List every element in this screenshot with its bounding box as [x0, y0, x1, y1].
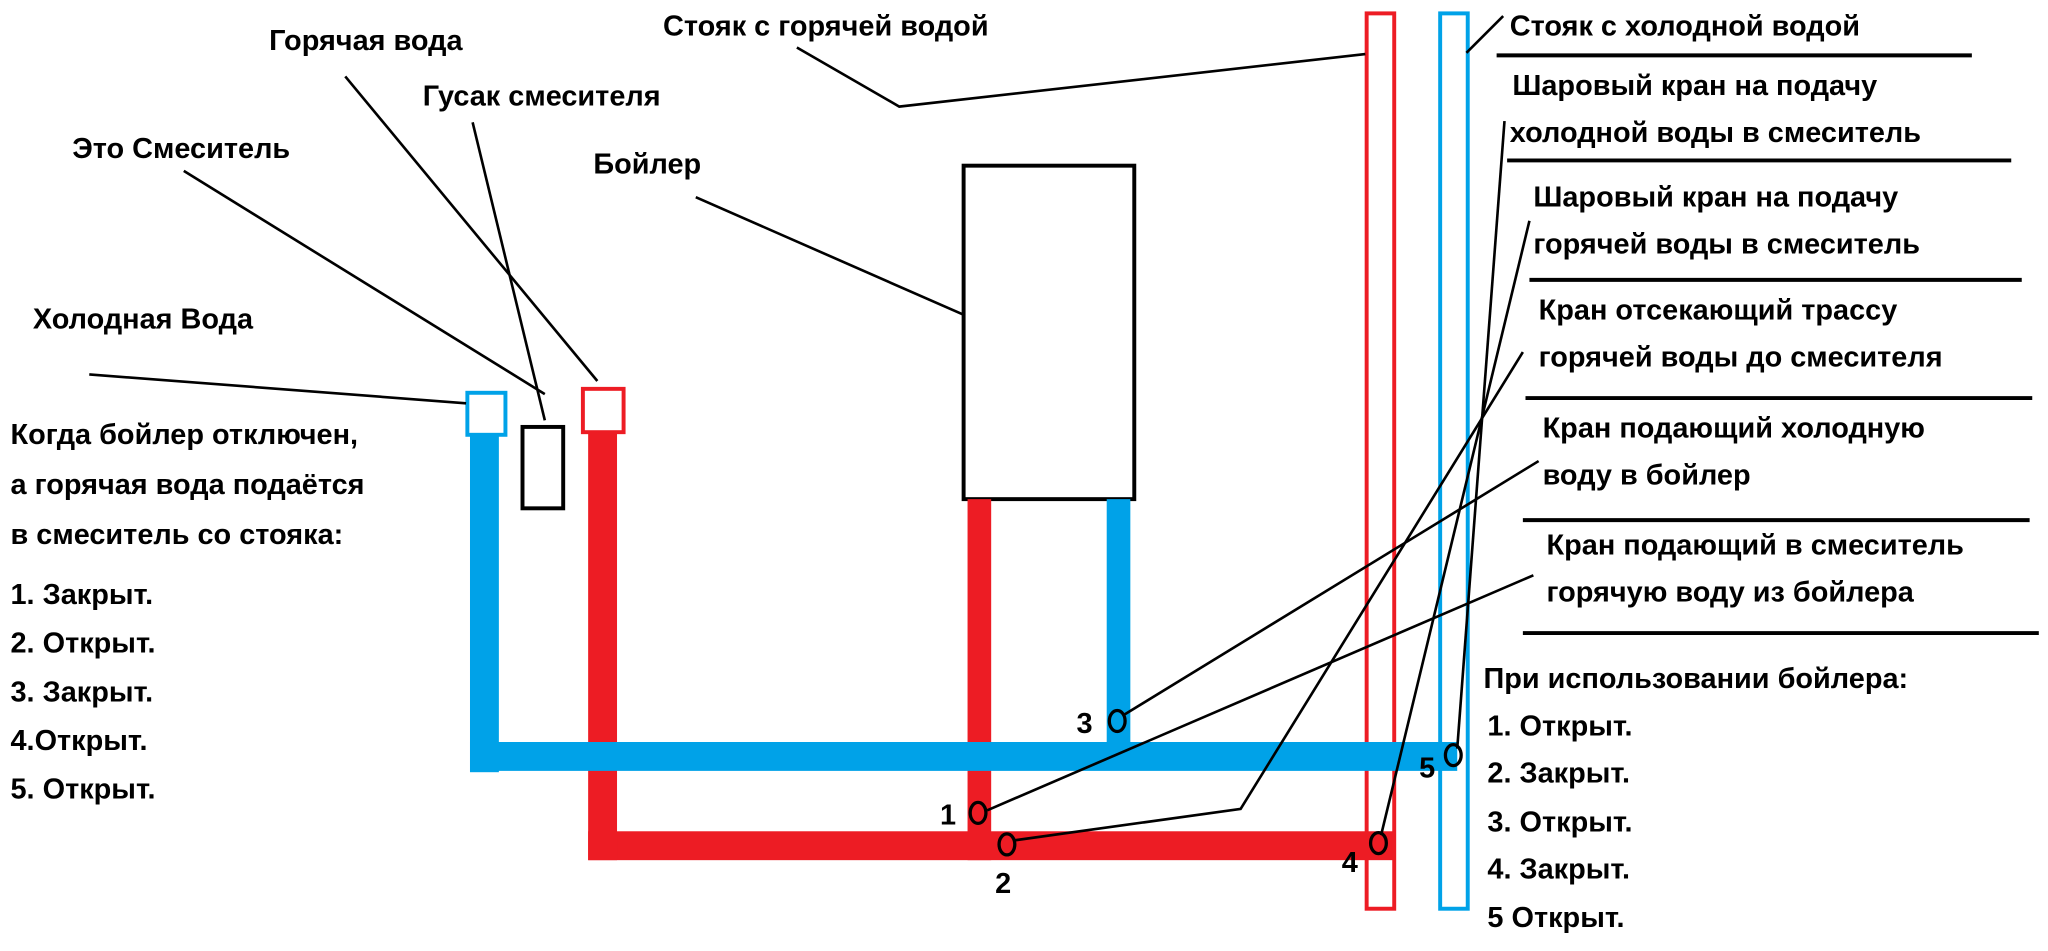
- leader-valve-5: [1455, 120, 1506, 749]
- label-cold-riser: Стояк с холодной водой: [1510, 11, 1860, 43]
- boiler-on-item: 3. Открыт.: [1487, 806, 1632, 838]
- boiler-off-title: а горячая вода подаётся: [11, 469, 365, 501]
- leader-cold-water: [89, 373, 467, 405]
- valve-desc: горячей воды до смесителя: [1539, 342, 1943, 374]
- mixer-spout: [520, 424, 566, 511]
- hot-water-inlet: [580, 386, 626, 435]
- hot-water-riser: [1364, 11, 1397, 911]
- valve-4: [1368, 830, 1388, 856]
- valve-desc: горячую воду из бойлера: [1547, 577, 1915, 609]
- label-hot-water: Горячая вода: [269, 25, 463, 57]
- valve-desc: Шаровый кран на подачу: [1533, 181, 1898, 213]
- hot-mixer-pipe: [588, 433, 618, 861]
- boiler-on-title: При использовании бойлера:: [1483, 663, 1908, 695]
- valve-2: [997, 832, 1017, 857]
- valve-desc: Кран подающий в смеситель: [1547, 529, 1964, 561]
- boiler: [961, 163, 1137, 502]
- label-boiler: Бойлер: [593, 149, 701, 181]
- valve-3: [1107, 708, 1127, 734]
- boiler-on-item: 2. Закрыт.: [1487, 758, 1630, 790]
- label-hot-riser: Стояк с горячей водой: [663, 11, 989, 43]
- leader-hot-riser: [796, 46, 1366, 108]
- label-spout: Гусак смесителя: [423, 80, 661, 112]
- valve-number-4: 4: [1342, 847, 1358, 879]
- leader-valve-1: [986, 574, 1534, 812]
- boiler-off-item: 4.Открыт.: [11, 725, 148, 757]
- valve-desc: Шаровый кран на подачу: [1512, 70, 1877, 102]
- leader-mixer: [183, 169, 546, 396]
- valve-number-3: 3: [1077, 708, 1093, 740]
- boiler-off-title: Когда бойлер отключен,: [11, 419, 359, 451]
- leader-boiler: [695, 195, 966, 317]
- leader-hot-water: [344, 75, 599, 382]
- cold-mixer-pipe: [469, 433, 499, 773]
- valve-desc: Кран подающий холодную: [1543, 412, 1925, 444]
- valve-number-1: 1: [940, 800, 956, 832]
- boiler-off-item: 5. Открыт.: [11, 773, 156, 805]
- valve-number-2: 2: [995, 868, 1011, 900]
- boiler-on-item: 4. Закрыт.: [1487, 854, 1630, 886]
- leader-spout: [471, 122, 547, 421]
- boiler-cold-pipe: [1106, 499, 1131, 756]
- valve-desc: холодной воды в смеситель: [1510, 117, 1921, 149]
- boiler-on-item: 5 Открыт.: [1487, 902, 1624, 934]
- valve-desc: горячей воды в смеситель: [1533, 229, 1920, 261]
- cold-water-inlet: [465, 390, 508, 437]
- leader-valve-2: [1013, 351, 1524, 842]
- valve-1: [968, 800, 988, 826]
- label-mixer: Это Смеситель: [72, 133, 290, 165]
- leader-cold-riser: [1465, 15, 1505, 54]
- leader-valve-4: [1379, 220, 1531, 836]
- cold-main-pipe: [469, 742, 1458, 771]
- valve-number-5: 5: [1419, 752, 1435, 784]
- boiler-on-item: 1. Открыт.: [1487, 710, 1632, 742]
- boiler-off-title: в смеситель со стояка:: [11, 519, 344, 551]
- valve-desc: воду в бойлер: [1543, 460, 1751, 492]
- boiler-off-item: 1. Закрыт.: [11, 579, 154, 611]
- label-cold-water: Холодная Вода: [33, 303, 254, 335]
- boiler-off-item: 3. Закрыт.: [11, 676, 154, 708]
- hot-main-pipe: [588, 831, 1395, 861]
- boiler-off-item: 2. Открыт.: [11, 628, 156, 660]
- leader-valve-3: [1121, 459, 1540, 717]
- cold-water-riser: [1438, 11, 1470, 911]
- valve-desc: Кран отсекающий трассу: [1539, 294, 1898, 326]
- valve-5: [1443, 742, 1463, 768]
